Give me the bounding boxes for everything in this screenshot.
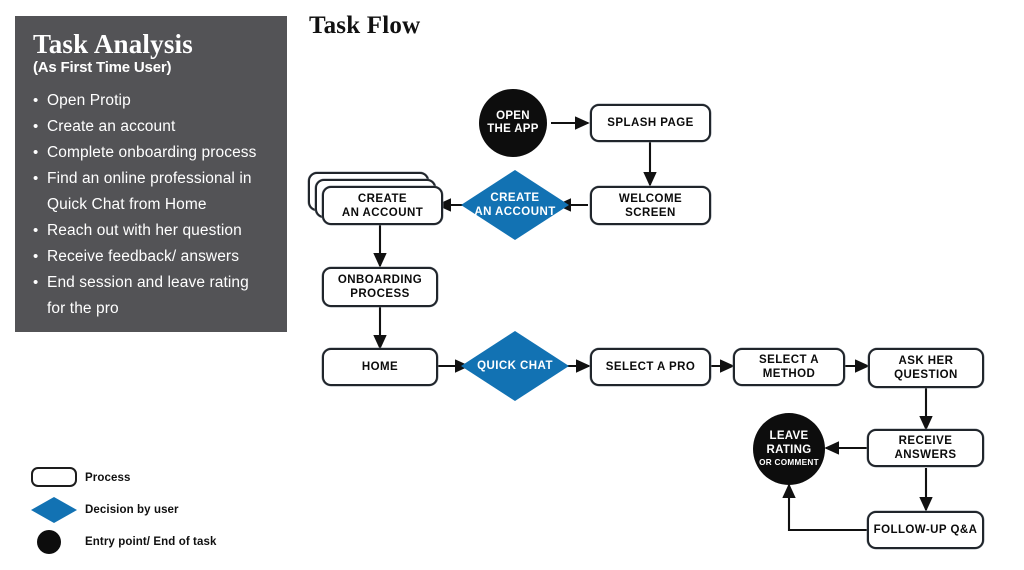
node-label: QUICK CHAT [477, 360, 553, 372]
list-item: End session and leave rating for the pro [33, 270, 269, 322]
legend-item-decision: Decision by user [29, 494, 216, 526]
list-item: Complete onboarding process [33, 140, 269, 166]
node-follow-up-qa[interactable]: FOLLOW-UP Q&A [867, 511, 984, 549]
list-item: Receive feedback/ answers [33, 244, 269, 270]
node-home[interactable]: HOME [322, 348, 438, 386]
node-label: FOLLOW-UP Q&A [873, 524, 978, 536]
legend-label: Entry point/ End of task [85, 536, 217, 548]
node-ask-her-question[interactable]: ASK HER QUESTION [868, 348, 984, 388]
list-item: Create an account [33, 114, 269, 140]
legend-label: Process [85, 472, 131, 484]
node-select-a-pro[interactable]: SELECT A PRO [590, 348, 711, 386]
node-label: HOME [361, 361, 399, 373]
node-label: CREATE AN ACCOUNT [341, 192, 424, 219]
legend: Process Decision by user Entry point/ En… [29, 462, 216, 558]
node-create-an-account-decision[interactable]: CREATE AN ACCOUNT [461, 170, 569, 240]
node-open-the-app[interactable]: OPEN THE APP [479, 89, 547, 157]
node-quick-chat-decision[interactable]: QUICK CHAT [461, 331, 569, 401]
node-leave-rating[interactable]: LEAVE RATING OR COMMENT [753, 413, 825, 485]
node-receive-answers[interactable]: RECEIVE ANSWERS [867, 429, 984, 467]
node-welcome-screen[interactable]: WELCOME SCREEN [590, 186, 711, 225]
diamond-shape-icon [29, 496, 85, 524]
circle-shape-icon [29, 528, 85, 556]
node-sublabel: OR COMMENT [759, 458, 819, 467]
flow-title: Task Flow [309, 12, 421, 39]
node-label: SPLASH PAGE [607, 117, 694, 129]
node-label: ASK HER QUESTION [894, 355, 958, 381]
node-label: RECEIVE ANSWERS [894, 435, 957, 461]
node-select-a-method[interactable]: SELECT A METHOD [733, 348, 845, 386]
task-analysis-subtitle: (As First Time User) [33, 59, 172, 77]
node-label: LEAVE RATING [766, 430, 812, 456]
task-analysis-panel: Task Analysis (As First Time User) Open … [15, 16, 287, 332]
task-analysis-list: Open Protip Create an account Complete o… [33, 88, 269, 322]
node-label: WELCOME SCREEN [618, 192, 683, 219]
node-label: OPEN THE APP [487, 109, 539, 136]
legend-item-process: Process [29, 462, 216, 494]
node-label: SELECT A PRO [605, 361, 696, 373]
process-shape-icon [29, 464, 85, 492]
legend-item-terminator: Entry point/ End of task [29, 526, 216, 558]
node-onboarding-process[interactable]: ONBOARDING PROCESS [322, 267, 438, 307]
list-item: Reach out with her question [33, 218, 269, 244]
legend-label: Decision by user [85, 504, 179, 516]
node-create-an-account[interactable]: CREATE AN ACCOUNT [322, 186, 443, 225]
node-splash-page[interactable]: SPLASH PAGE [590, 104, 711, 142]
node-label: SELECT A METHOD [758, 354, 820, 380]
list-item: Find an online professional in Quick Cha… [33, 166, 269, 218]
list-item: Open Protip [33, 88, 269, 114]
node-label: CREATE AN ACCOUNT [474, 192, 556, 218]
node-label: ONBOARDING PROCESS [337, 274, 423, 300]
task-analysis-title: Task Analysis [33, 29, 193, 59]
